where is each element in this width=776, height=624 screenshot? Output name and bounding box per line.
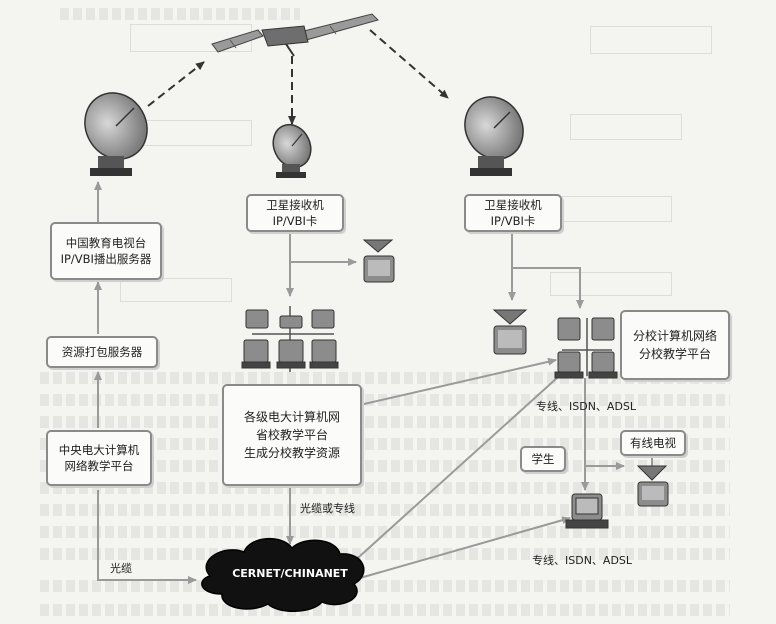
uplink-arrow (147, 61, 205, 107)
student-pc-icon (565, 493, 609, 529)
student-label: 学生 (531, 452, 555, 466)
provincial-branch-link (355, 357, 557, 410)
receiver-right-line2: IP/VBI卡 (490, 214, 536, 228)
receiver-mid-box: 卫星接收机 IP/VBI卡 (246, 194, 344, 232)
lines-upper-label: 专线、ISDN、ADSL (536, 400, 637, 413)
tv-cabletv-icon (636, 465, 669, 507)
receiver-dish-right-icon (464, 96, 524, 176)
student-box: 学生 (520, 446, 566, 472)
network-cloud-icon (201, 537, 365, 612)
provincial-platform-box: 各级电大计算机网 省校教学平台 生成分校教学资源 (222, 384, 362, 486)
pc-cluster-right-icon (554, 317, 618, 379)
pc-cluster-mid-icon (241, 306, 339, 372)
provincial-platform-line1: 各级电大计算机网 (243, 410, 340, 424)
branch-platform-line2: 分校教学平台 (638, 347, 711, 361)
cable-or-line-label: 光缆或专线 (300, 502, 355, 515)
receiver-right-line1: 卫星接收机 (484, 198, 542, 212)
branch-platform-line1: 分校计算机网络 (632, 329, 717, 343)
central-platform-box: 中央电大计算机 网络教学平台 (46, 430, 152, 486)
grey-connectors (94, 181, 656, 585)
cloud-student-link (351, 516, 571, 585)
receiver-mid-line2: IP/VBI卡 (272, 214, 318, 228)
receiver-right-to-pcs (512, 267, 584, 309)
resource-packager-box: 资源打包服务器 (46, 336, 158, 368)
provincial-platform-line2: 省校教学平台 (255, 428, 328, 442)
central-platform-line1: 中央电大计算机 (58, 443, 140, 457)
provincial-platform-line3: 生成分校教学资源 (243, 446, 340, 460)
cable-tv-box: 有线电视 (620, 430, 686, 456)
receiver-mid-line1: 卫星接收机 (266, 198, 324, 212)
satellite-links (147, 29, 449, 125)
central-platform-line2: 网络教学平台 (64, 459, 134, 473)
cctv-server-line2: IP/VBI播出服务器 (60, 252, 152, 266)
uplink-dish-icon (84, 92, 148, 176)
tv-mid-icon (362, 239, 395, 283)
cctv-ip-vbi-server-box: 中国教育电视台 IP/VBI播出服务器 (50, 222, 162, 280)
downlink-right-arrow (369, 29, 449, 99)
network-cloud-label: CERNET/CHINANET (232, 567, 348, 580)
fiber-label: 光缆 (110, 562, 132, 575)
packager-label: 资源打包服务器 (61, 345, 143, 359)
tv-right-icon (492, 309, 528, 355)
receiver-dish-mid-icon (272, 123, 312, 178)
lines-lower-label: 专线、ISDN、ADSL (532, 554, 633, 567)
fiber-link (97, 490, 197, 584)
cctv-server-line1: 中国教育电视台 (65, 236, 147, 250)
branch-platform-box: 分校计算机网络 分校教学平台 (620, 310, 730, 380)
cable-tv-label: 有线电视 (630, 436, 676, 450)
satellite-icon (211, 13, 379, 57)
receiver-right-box: 卫星接收机 IP/VBI卡 (464, 194, 562, 232)
